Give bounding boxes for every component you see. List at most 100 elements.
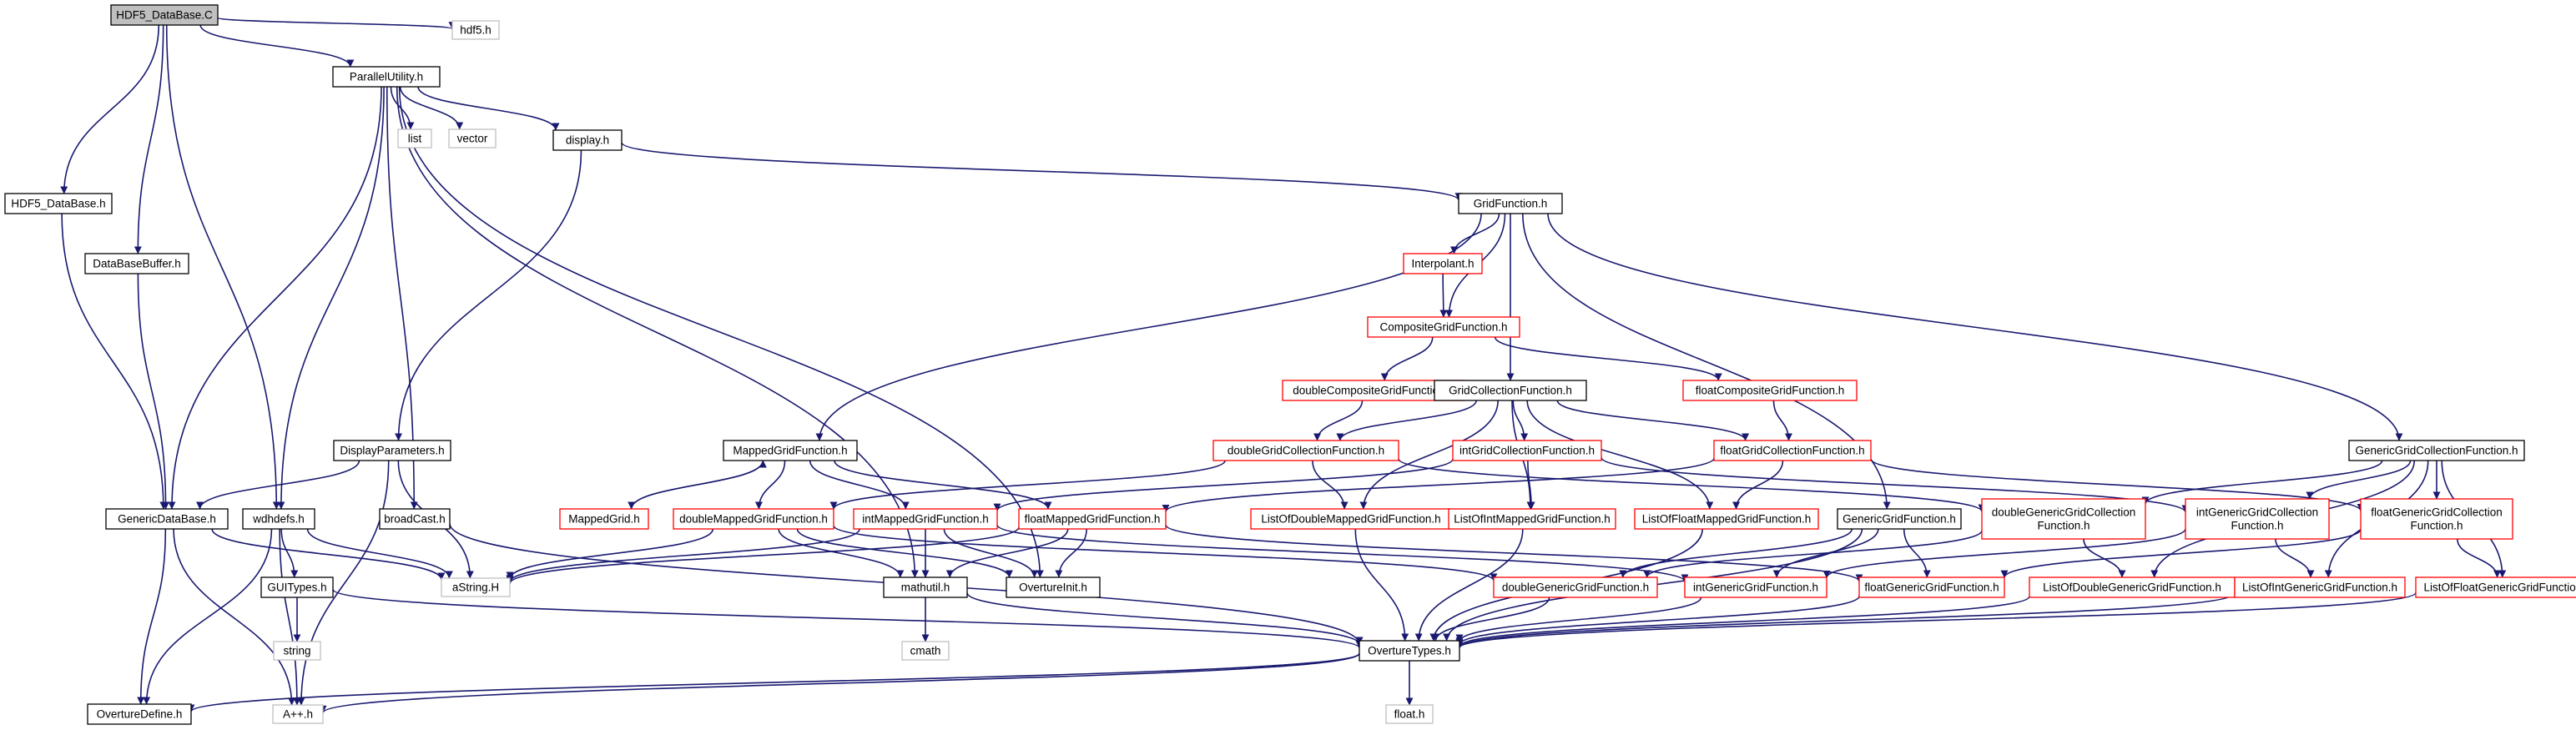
node-dgcf[interactable]: doubleGridCollectionFunction.h <box>1212 440 1399 461</box>
node-label: GenericDataBase.h <box>118 513 216 526</box>
node-igcf[interactable]: intGridCollectionFunction.h <box>1452 440 1602 461</box>
node-otypes[interactable]: OvertureTypes.h <box>1359 640 1460 662</box>
edge-dggcf-to-lodggf <box>2083 538 2126 578</box>
node-lodmgf[interactable]: ListOfDoubleMappedGridFunction.h <box>1250 508 1452 530</box>
node-vector: vector <box>448 128 497 149</box>
node-interp[interactable]: Interpolant.h <box>1403 253 1483 274</box>
edge-fggcf-to-lofggf <box>2457 538 2502 578</box>
node-box <box>397 128 432 149</box>
edge-loiggf-to-otypes <box>1455 592 2236 648</box>
edge-dmgf-to-mathutil <box>778 528 905 578</box>
edge-mgf-to-fmgf <box>834 460 1052 510</box>
edge-ggcf-to-iggcf <box>2306 460 2412 500</box>
node-label: HDF5_DataBase.C <box>116 9 213 22</box>
node-root[interactable]: HDF5_DataBase.C <box>110 4 219 26</box>
node-loiggf[interactable]: ListOfIntGenericGridFunction.h <box>2234 576 2406 598</box>
node-label: aString.H <box>452 581 499 594</box>
node-odefine[interactable]: OvertureDefine.h <box>87 703 192 725</box>
node-box <box>1018 508 1167 530</box>
node-label: MappedGrid.h <box>568 513 640 526</box>
node-ggcf[interactable]: GenericGridCollectionFunction.h <box>2348 440 2525 461</box>
node-dbbuf[interactable]: DataBaseBuffer.h <box>84 253 189 274</box>
node-fcompgf[interactable]: floatCompositeGridFunction.h <box>1682 380 1858 401</box>
node-hdf5: hdf5.h <box>451 20 500 40</box>
node-display[interactable]: display.h <box>552 129 623 151</box>
edge-fgcf-to-fmgf <box>1162 457 1715 513</box>
edge-igcf-to-loimgf <box>1527 460 1535 510</box>
node-gcf[interactable]: GridCollectionFunction.h <box>1434 380 1587 401</box>
node-iggf[interactable]: intGenericGridFunction.h <box>1684 576 1827 598</box>
edge-fmgf-to-fggf <box>1165 524 1863 582</box>
node-label: floatGridCollectionFunction.h <box>1720 445 1864 457</box>
edge-gcf-to-lofmgf <box>1526 400 1714 510</box>
node-mathutil[interactable]: mathutil.h <box>883 576 968 598</box>
edge-otypes-to-app <box>319 652 1360 713</box>
edge-par-to-display <box>417 86 560 131</box>
node-box <box>673 508 834 530</box>
node-box <box>1493 576 1658 598</box>
edge-fmgf-to-oinit <box>1055 528 1087 578</box>
node-oinit[interactable]: OvertureInit.h <box>1006 576 1101 598</box>
edge-imgf-to-astring <box>506 528 860 583</box>
node-label: ListOfIntGenericGridFunction.h <box>2242 581 2397 594</box>
node-box <box>332 66 441 88</box>
node-label: intGenericGridFunction.h <box>1693 581 1818 594</box>
node-label: doubleGridCollectionFunction.h <box>1228 445 1384 457</box>
node-par[interactable]: ParallelUtility.h <box>332 66 441 88</box>
node-compgf[interactable]: CompositeGridFunction.h <box>1367 316 1520 338</box>
node-box <box>441 577 511 597</box>
node-label: string <box>283 645 310 657</box>
node-box <box>559 508 649 530</box>
edge-gridfn-to-ggf <box>1521 213 1891 510</box>
edge-compgf-to-dcompgf <box>1380 336 1434 381</box>
edge-gendb-to-astring <box>211 528 446 581</box>
edge-par-to-bcast <box>386 86 418 510</box>
node-disppar[interactable]: DisplayParameters.h <box>333 440 451 461</box>
node-ggf[interactable]: GenericGridFunction.h <box>1837 508 1962 530</box>
node-label: broadCast.h <box>384 513 446 526</box>
node-label: Function.h <box>2410 520 2463 532</box>
edge-iggcf-to-iggf <box>1822 528 2186 578</box>
node-lofggf[interactable]: ListOfFloatGenericGridFunction.h <box>2415 576 2576 598</box>
node-lofmgf[interactable]: ListOfFloatMappedGridFunction.h <box>1634 508 1819 530</box>
node-label: doubleGenericGridFunction.h <box>1502 581 1649 594</box>
edge-dggf-to-otypes <box>1431 597 1550 642</box>
node-gendb[interactable]: GenericDataBase.h <box>105 508 229 530</box>
node-dggf[interactable]: doubleGenericGridFunction.h <box>1493 576 1658 598</box>
edge-dmgf-to-astring <box>506 528 714 580</box>
node-mgrid[interactable]: MappedGrid.h <box>559 508 649 530</box>
edge-gridfn-to-ggcf <box>1547 213 2403 441</box>
node-imgf[interactable]: intMappedGridFunction.h <box>853 508 998 530</box>
node-label: Function.h <box>2231 520 2283 532</box>
node-wdh[interactable]: wdhdefs.h <box>242 508 315 530</box>
edge-fgcf-to-fggcf <box>1870 458 2365 511</box>
node-label: GridFunction.h <box>1474 198 1548 210</box>
edge-mathutil-to-otypes <box>966 592 1364 645</box>
node-label: ListOfDoubleMappedGridFunction.h <box>1261 513 1440 526</box>
node-gridfn[interactable]: GridFunction.h <box>1458 193 1563 214</box>
node-mgf[interactable]: MappedGridFunction.h <box>723 440 858 461</box>
node-lodggf[interactable]: ListOfDoubleGenericGridFunction.h <box>2029 576 2236 598</box>
edge-display-to-disppar <box>395 149 582 441</box>
node-box <box>1006 576 1101 598</box>
node-label: OvertureInit.h <box>1019 581 1087 594</box>
node-label: display.h <box>566 134 609 147</box>
edge-iggf-to-otypes <box>1455 597 1702 642</box>
edge-mgf-to-dmgf <box>754 460 786 510</box>
node-fggf[interactable]: floatGenericGridFunction.h <box>1858 576 2005 598</box>
node-dmgf[interactable]: doubleMappedGridFunction.h <box>673 508 834 530</box>
node-bcast[interactable]: broadCast.h <box>379 508 451 530</box>
node-box <box>853 508 998 530</box>
node-fmgf[interactable]: floatMappedGridFunction.h <box>1018 508 1167 530</box>
node-box <box>883 576 968 598</box>
node-fgcf[interactable]: floatGridCollectionFunction.h <box>1713 440 1872 461</box>
node-hdf5db[interactable]: HDF5_DataBase.h <box>4 193 113 214</box>
node-label: Function.h <box>2037 520 2090 532</box>
node-loimgf[interactable]: ListOfIntMappedGridFunction.h <box>1448 508 1616 530</box>
node-guitypes[interactable]: GUITypes.h <box>260 576 334 598</box>
edge-dgcf-to-lodmgf <box>1312 460 1348 510</box>
